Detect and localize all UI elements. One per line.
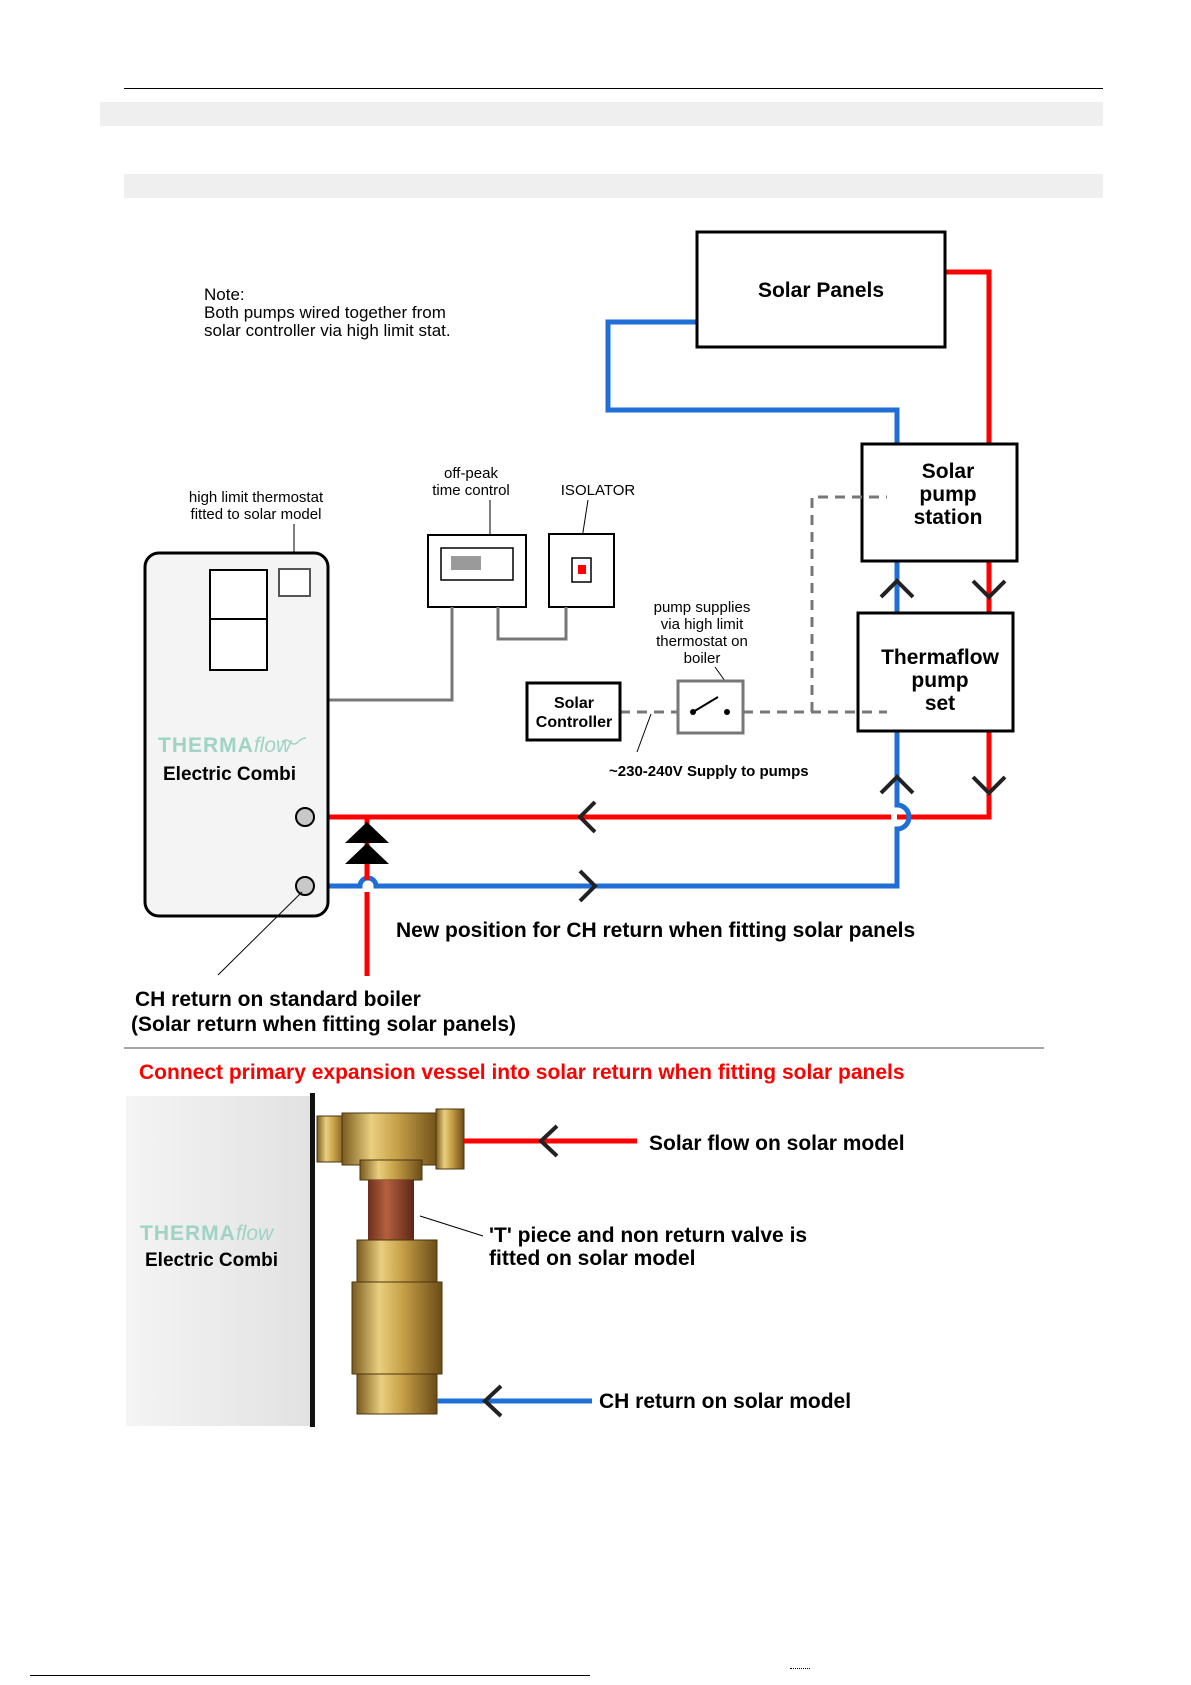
down-arrow [971, 579, 1007, 600]
solar-pump-station-box: Solar pump station [860, 442, 1019, 563]
solar-panels-box: Solar Panels [695, 230, 947, 349]
photo-brand: THERMAflow [140, 1222, 275, 1245]
solar-flow-pipe [945, 269, 992, 444]
down-arrow [971, 775, 1007, 796]
new-position-label: New position for CH return when fitting … [396, 919, 915, 942]
pump-set-line: set [925, 692, 955, 715]
pump-set-line: pump [911, 669, 968, 692]
boiler-model: Electric Combi [163, 764, 296, 785]
leader-line [217, 891, 303, 976]
right-arrow [578, 869, 598, 903]
non-return-valve [351, 1239, 443, 1415]
note-line: Both pumps wired together from [204, 303, 446, 322]
pump-station-line: Solar [922, 460, 975, 483]
solar-panels-label: Solar Panels [758, 279, 884, 302]
boiler-edge [310, 1093, 315, 1427]
offpeak-label: off-peak [444, 465, 498, 482]
offpeak-label: time control [432, 482, 510, 499]
note-line: Note: [204, 285, 245, 304]
flow-arrows [577, 578, 1007, 903]
boiler-side-panel [126, 1096, 310, 1426]
pump-supplies-note: pump supplies via high limit thermostat … [654, 599, 751, 689]
left-arrow [538, 1124, 559, 1158]
photo-pipes [437, 1138, 637, 1404]
solar-flow-label: Solar flow on solar model [649, 1132, 905, 1155]
supply-note: ~230-240V Supply to pumps [609, 713, 809, 780]
ch-return-label: (Solar return when fitting solar panels) [131, 1013, 516, 1036]
offpeak-time-control: off-peak time control [427, 465, 527, 608]
supply-label: ~230-240V Supply to pumps [609, 763, 809, 780]
pump-supplies-label: pump supplies [654, 599, 751, 616]
tpiece-label: 'T' piece and non return valve is [489, 1224, 807, 1247]
high-limit-thermostat-note: high limit thermostat fitted to solar mo… [189, 489, 324, 566]
solar-controller-box: Solar Controller [525, 681, 622, 742]
left-arrow [482, 1384, 503, 1418]
return-from-boiler-pipe [305, 731, 912, 889]
high-limit-switch [676, 679, 745, 735]
non-return-valve-symbol [345, 822, 389, 864]
high-limit-thermostat [278, 568, 311, 597]
note-line: solar controller via high limit stat. [204, 321, 451, 340]
boiler-photo: THERMAflow Electric Combi [126, 1093, 465, 1427]
note: Note: Both pumps wired together from sol… [204, 285, 451, 340]
copper-pipe [368, 1180, 414, 1240]
boiler-flow-port [295, 807, 315, 827]
t-piece-fitting [316, 1108, 465, 1181]
hlt-label: fitted to solar model [191, 506, 322, 523]
header-rule [124, 88, 1103, 89]
up-arrow [879, 578, 915, 599]
pump-supplies-label: boiler [684, 650, 721, 667]
left-arrow [577, 800, 597, 834]
flow-to-boiler-pipe [305, 731, 992, 820]
section-band [124, 174, 1103, 198]
isolator-label: ISOLATOR [561, 482, 636, 499]
pump-station-line: pump [919, 483, 976, 506]
electric-combi-boiler: THERMAflow Electric Combi [143, 551, 330, 918]
leader-line [419, 1215, 484, 1237]
controller-line: Solar [554, 695, 594, 712]
photo-heading: Connect primary expansion vessel into so… [139, 1061, 905, 1084]
photo-arrows [482, 1124, 559, 1418]
boiler-brand: THERMAflow [158, 734, 293, 757]
controller-line: Controller [536, 714, 612, 731]
brand-swoosh [281, 737, 307, 745]
section-band [100, 102, 1103, 126]
pump-station-line: station [914, 506, 983, 529]
tpiece-label: fitted on solar model [489, 1247, 696, 1270]
footer-rule [30, 1675, 590, 1676]
hlt-label: high limit thermostat [189, 489, 324, 506]
pump-supplies-label: thermostat on [656, 633, 748, 650]
pump-supplies-label: via high limit [661, 616, 744, 633]
boiler-return-port [295, 876, 315, 896]
dashed-wire [810, 495, 887, 712]
isolator: ISOLATOR [548, 482, 636, 608]
ch-return-label: CH return on standard boiler [135, 988, 421, 1011]
photo-model: Electric Combi [145, 1250, 278, 1271]
pump-set-line: Thermaflow [881, 646, 1000, 669]
up-arrow [879, 774, 915, 795]
ch-return-photo-label: CH return on solar model [599, 1390, 851, 1413]
footer-mark [790, 1668, 810, 1671]
grey-wire [496, 607, 568, 641]
solar-return-pipe [605, 319, 900, 444]
control-wiring [620, 495, 887, 714]
